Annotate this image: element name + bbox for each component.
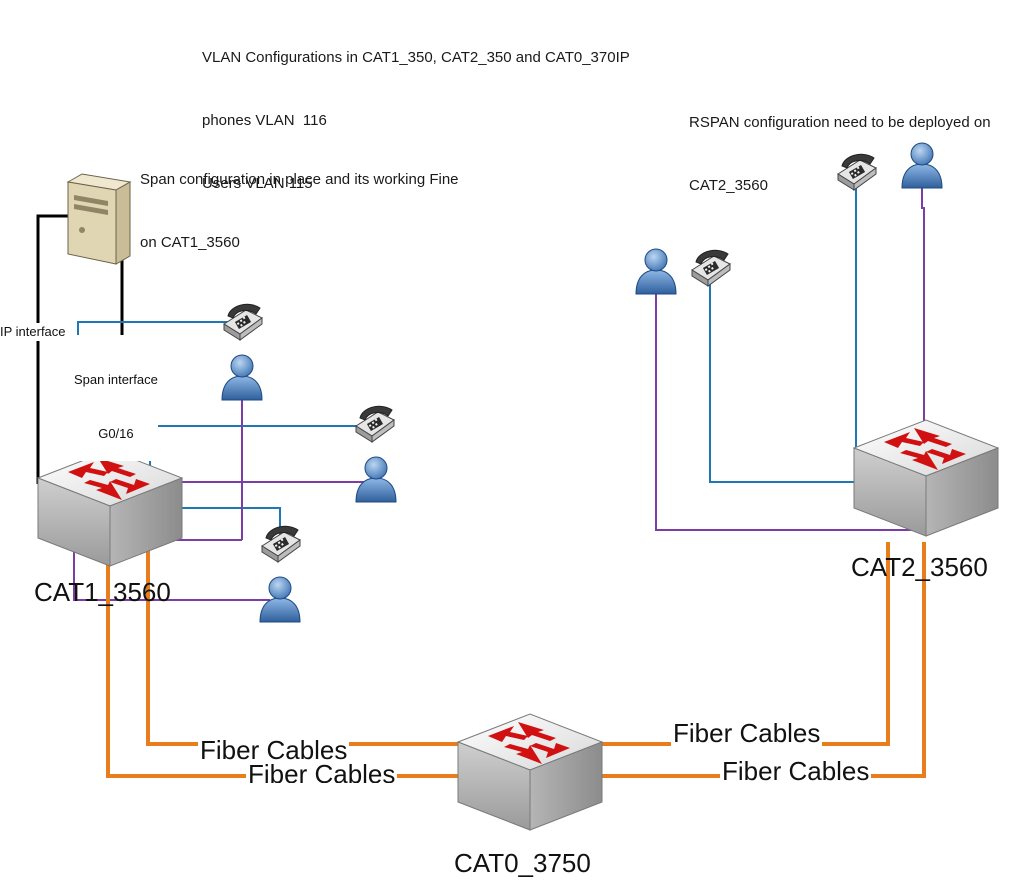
vlan-note-line3: Users VLAN 115 [202,175,313,192]
fiber-cable-label-left-upper: Fiber Cables [198,735,350,765]
cat2-voice-vlan-lines [709,178,924,483]
span-interface-label-line2: G0/16 [98,426,134,441]
rspan-note-line1: RSPAN configuration need to be deployed … [689,114,991,131]
cat1-switch-label: CAT1_3560 [34,577,171,607]
span-note: Span configuration in place and its work… [140,127,459,274]
cat0-switch-icon [457,713,603,831]
server-icon [67,173,131,265]
cat0-switch-label: CAT0_3750 [454,848,591,878]
vlan-note-line2: phones VLAN 116 [202,112,327,129]
phone-icon [355,405,395,443]
span-interface-label: Span interface G0/16 [74,335,158,461]
fiber-left-upper [146,546,478,746]
fiber-right-lower [598,542,926,778]
rspan-note: RSPAN configuration need to be deployed … [689,70,991,217]
cat1-switch-icon [37,449,183,567]
span-note-line2: on CAT1_3560 [140,234,240,251]
phone-icon [223,303,263,341]
phone-icon [691,249,731,287]
user-icon [635,248,677,295]
cat1-user-vlan-lines [73,390,374,601]
fiber-cable-label-left-lower: Fiber Cables [246,761,398,783]
fiber-right-upper [582,542,890,746]
cat2-switch-icon [853,419,999,537]
ip-interface-label: IP interface [0,323,66,341]
cat2-switch-label: CAT2_3560 [851,552,988,582]
span-interface-label-line1: Span interface [74,372,158,387]
phone-icon [261,525,301,563]
span-note-line1: Span configuration in place and its work… [140,171,459,188]
ip-interface-link [36,214,72,484]
cat2-user-vlan-lines [655,188,925,531]
user-icon [221,354,263,401]
vlan-note-line1: VLAN Configurations in CAT1_350, CAT2_35… [202,49,630,66]
fiber-cable-label-right-lower: Fiber Cables [720,758,872,782]
fiber-cable-label-right-upper: Fiber Cables [671,718,823,748]
rspan-note-line2: CAT2_3560 [689,177,768,194]
vlan-note: VLAN Configurations in CAT1_350, CAT2_35… [202,5,630,215]
user-icon [355,456,397,503]
